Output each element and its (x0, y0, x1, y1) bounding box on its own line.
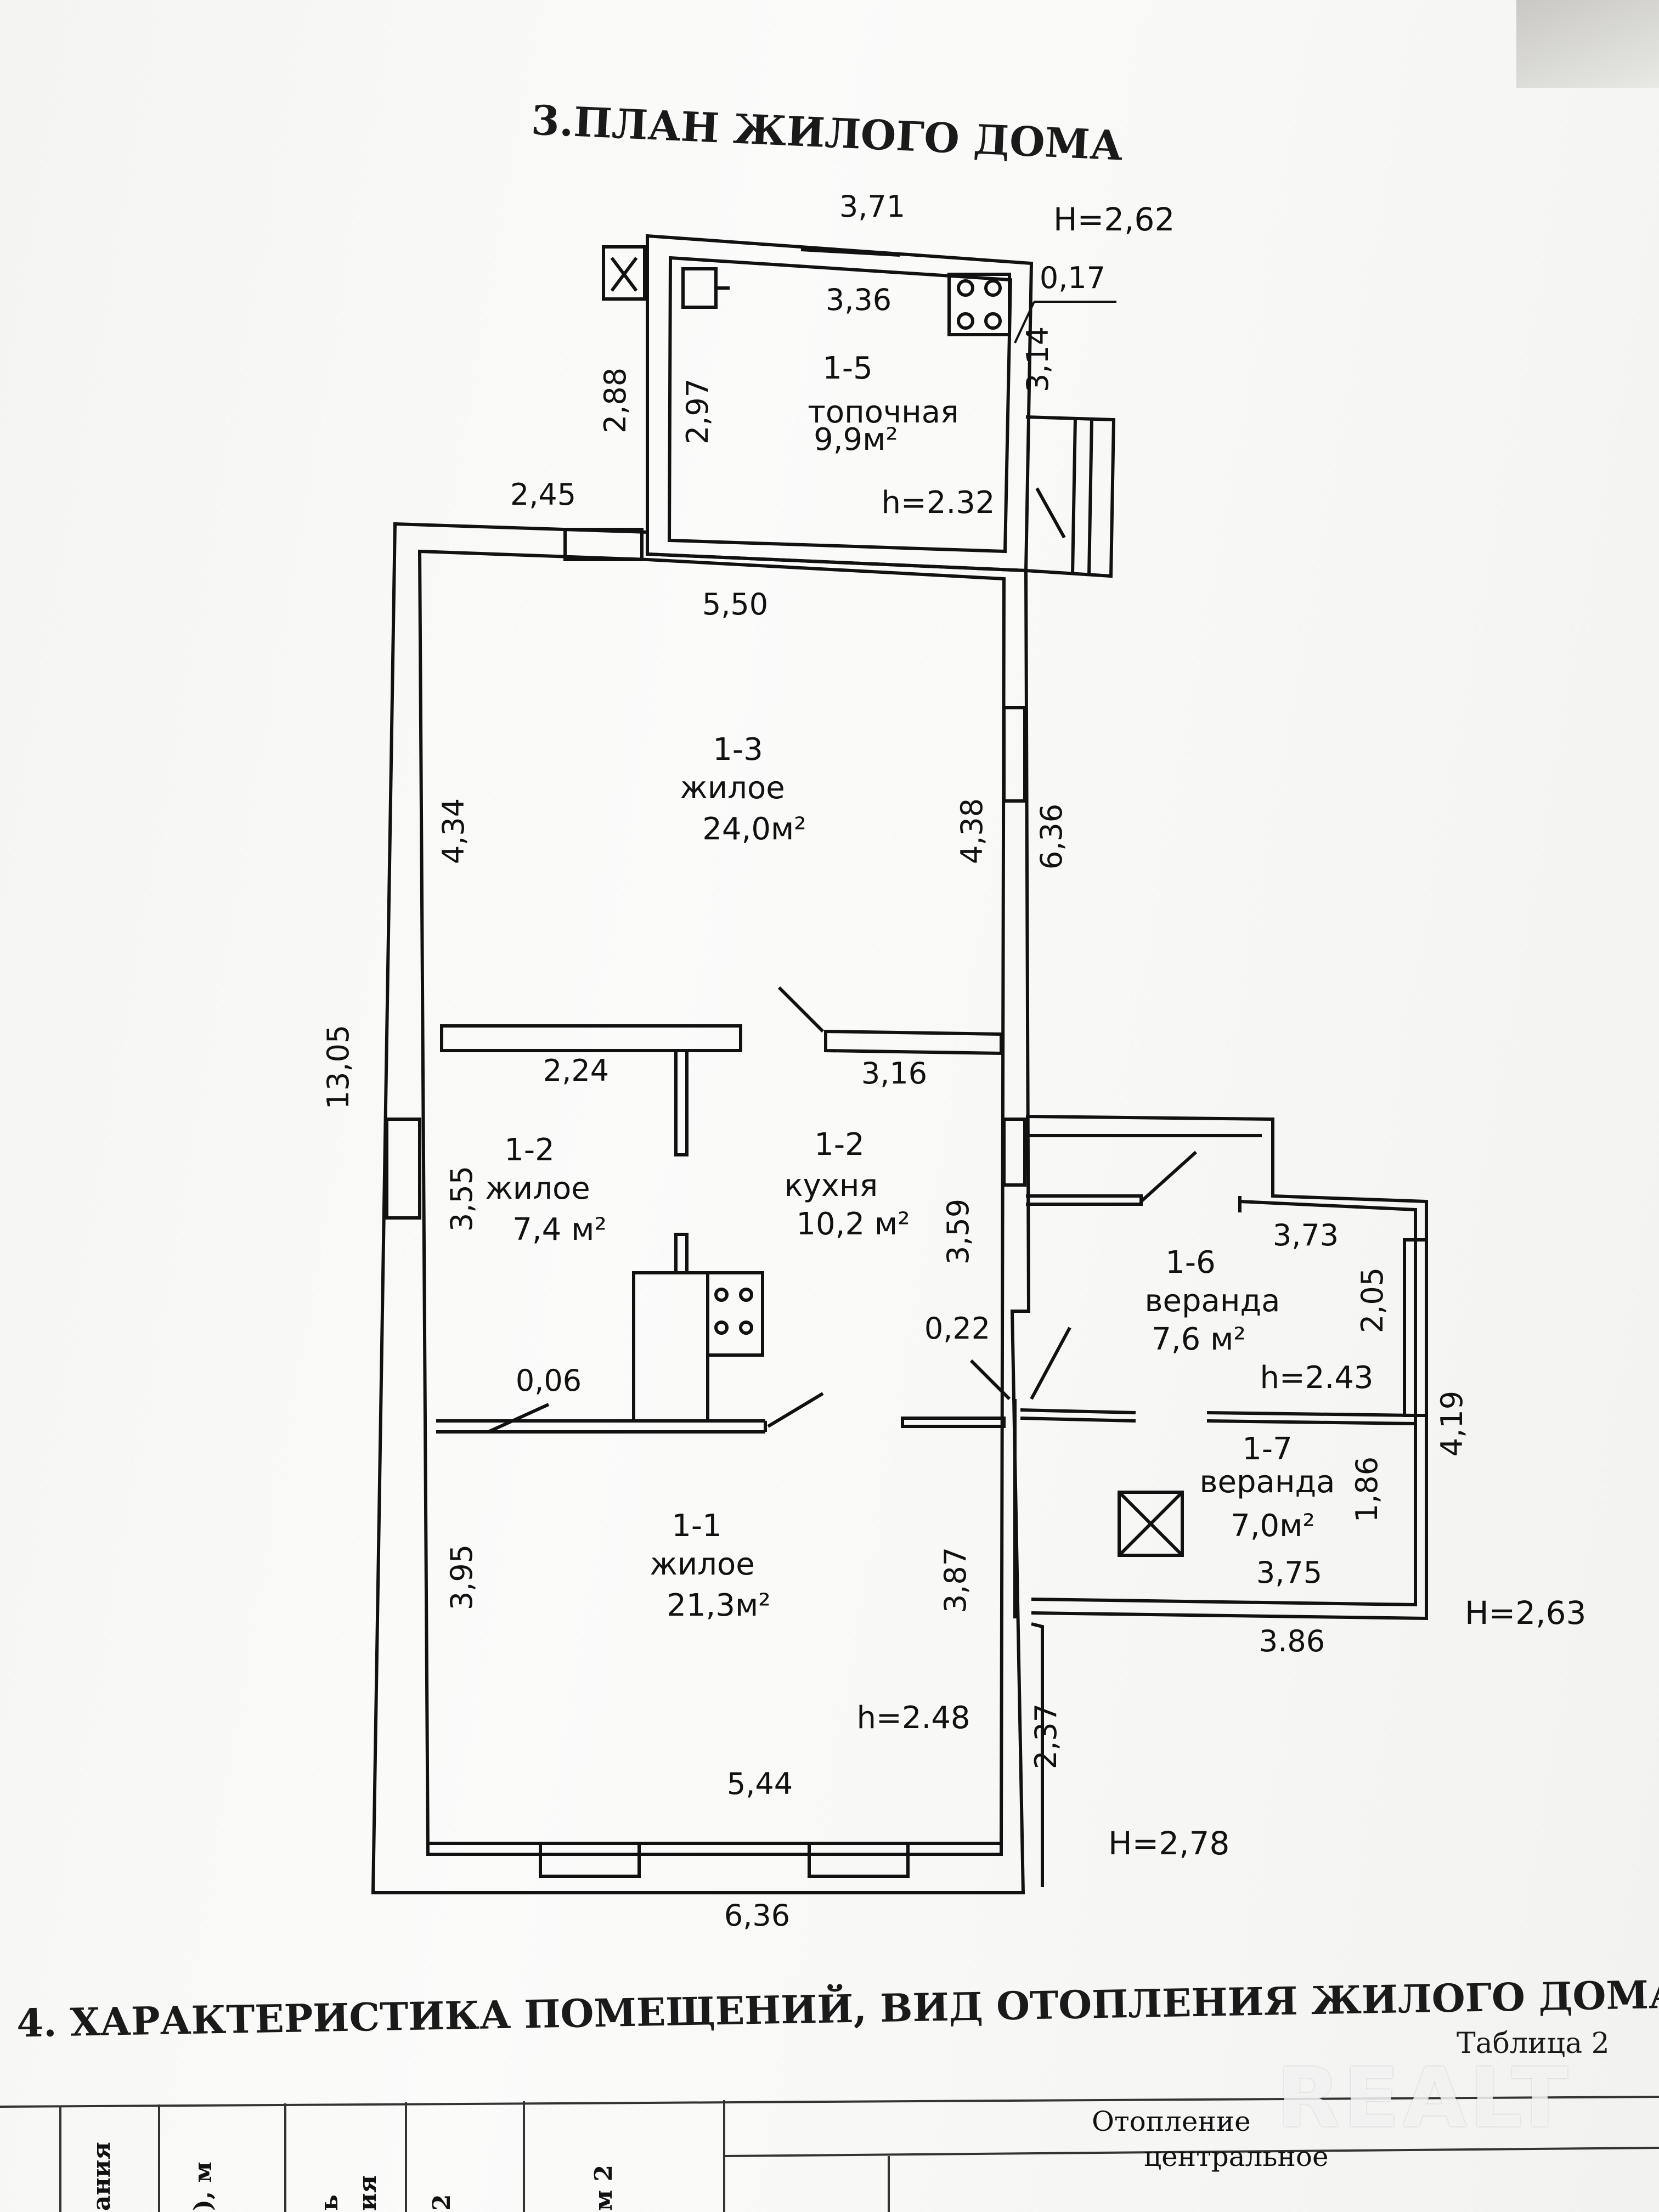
kitchen-stove (706, 1271, 764, 1357)
room-1-1-area: 21,3м² (667, 1588, 770, 1623)
room-1-2b-number: 1-2 (814, 1127, 864, 1163)
dim-2-45: 2,45 (510, 477, 576, 512)
table-col-4: ия (354, 2175, 382, 2211)
watermark-logo: REALT (1276, 2051, 1571, 2146)
room-1-6-area: 7,6 м² (1152, 1322, 1246, 1357)
room-1-5-number: 1-5 (822, 351, 872, 386)
table-col-5: 2 (428, 2194, 456, 2211)
table-caption: Таблица 2 (1457, 2027, 1610, 2060)
table-header-heating: Отопление (1092, 2106, 1251, 2137)
dim-0-06: 0,06 (516, 1363, 582, 1398)
height-label-right: H=2,63 (1465, 1594, 1586, 1632)
dim-3-71: 3,71 (839, 189, 905, 224)
table-col-1: ания (88, 2142, 116, 2211)
dim-2-24: 2,24 (543, 1053, 609, 1088)
dim-3-55: 3,55 (444, 1166, 479, 1232)
room-1-6-name: веранда (1145, 1283, 1280, 1319)
dim-0-17: 0,17 (1040, 261, 1105, 295)
dim-6-36-bottom: 6,36 (724, 1898, 790, 1933)
room-1-3-area: 24,0м² (702, 811, 806, 847)
dim-3-75: 3,75 (1256, 1555, 1322, 1590)
stove-symbol (947, 273, 1011, 336)
room-1-3-number: 1-3 (713, 732, 763, 768)
height-label-top: H=2,62 (1053, 201, 1175, 238)
room-1-1-height: h=2.48 (856, 1700, 970, 1736)
hatch-symbol (1118, 1491, 1184, 1557)
wall-veranda-inner (1026, 1134, 1262, 1206)
room-1-5-area: 9,9м² (814, 422, 898, 458)
floor-plan: 1-5 топочная 9,9м² h=2.32 1-3 жилое 24,0… (321, 189, 1586, 1933)
wall-house-outer (371, 522, 1031, 1894)
room-1-2b-name: кухня (785, 1168, 878, 1204)
table-col-6: м 2 (590, 2164, 618, 2211)
room-1-1-number: 1-1 (672, 1508, 721, 1544)
room-1-5-name: топочная (808, 394, 958, 430)
chimney-box (602, 245, 646, 301)
dim-6-36-right: 6,36 (1034, 804, 1069, 870)
dim-2-05: 2,05 (1355, 1267, 1390, 1333)
background-corner (1516, 0, 1659, 88)
dim-3-16: 3,16 (861, 1056, 927, 1091)
stairs-outer (1025, 415, 1116, 578)
room-1-2a-name: жилое (485, 1171, 590, 1206)
room-1-6-number: 1-6 (1165, 1245, 1215, 1280)
height-label-bottom: H=2,78 (1108, 1825, 1229, 1862)
dim-2-37: 2,37 (1029, 1703, 1063, 1769)
table-col-2: ), м (189, 2162, 217, 2211)
dim-4-38: 4,38 (955, 798, 989, 864)
room-1-2a-area: 7,4 м² (512, 1212, 607, 1248)
room-1-2b-area: 10,2 м² (796, 1206, 910, 1242)
boiler-symbol (681, 267, 718, 309)
room-1-7-number: 1-7 (1242, 1431, 1292, 1467)
room-1-1-name: жилое (650, 1547, 754, 1582)
wall-veranda-outer (1025, 1115, 1428, 1621)
dim-1-86: 1,86 (1350, 1457, 1384, 1522)
room-1-3-name: жилое (680, 770, 785, 806)
dim-3-86: 3.86 (1259, 1624, 1325, 1658)
partition-upper (440, 1024, 742, 1052)
dim-2-97: 2,97 (680, 379, 715, 444)
room-1-7-name: веранда (1200, 1464, 1335, 1500)
table-value-heating: центральное (1144, 2141, 1329, 2172)
table-col-3: ь (315, 2194, 343, 2211)
room-1-5-height: h=2.32 (881, 485, 995, 521)
room-1-6-height: h=2.43 (1260, 1360, 1373, 1396)
dim-3-73: 3,73 (1273, 1218, 1339, 1252)
dim-5-50: 5,50 (702, 587, 768, 622)
dim-3-14: 3,14 (1020, 326, 1055, 392)
room-1-2a-number: 1-2 (504, 1132, 554, 1168)
dim-13-05: 13,05 (321, 1025, 356, 1110)
table-grid (0, 2096, 1659, 2212)
kitchen-cabinet (632, 1271, 709, 1423)
dim-0-22: 0,22 (924, 1311, 990, 1346)
dim-3-87: 3,87 (938, 1547, 973, 1613)
partition-lower (436, 1419, 765, 1434)
wall-boiler-inner (667, 256, 1013, 554)
dim-3-36: 3,36 (826, 283, 891, 317)
dim-2-88: 2,88 (598, 368, 633, 433)
dim-4-19: 4,19 (1435, 1391, 1469, 1457)
dim-3-95: 3,95 (444, 1544, 479, 1610)
room-1-7-area: 7,0м² (1231, 1508, 1315, 1544)
dim-3-59: 3,59 (941, 1199, 975, 1265)
dim-4-34: 4,34 (436, 798, 471, 864)
dim-5-44: 5,44 (727, 1767, 793, 1801)
